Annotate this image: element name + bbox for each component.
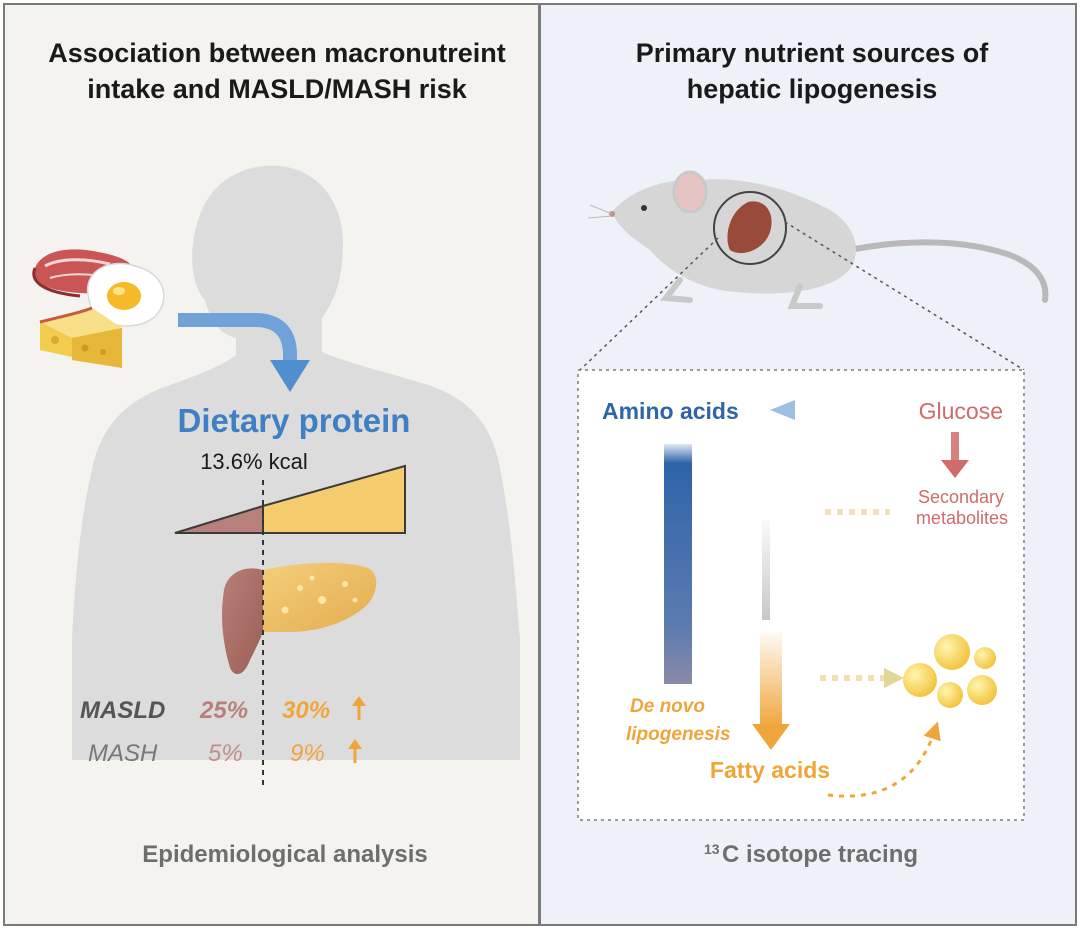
masld-high-value: 30% (282, 697, 330, 724)
mash-label: MASH (88, 740, 158, 767)
glucose-label: Glucose (919, 398, 1003, 424)
isotope-superscript: 13 (704, 841, 720, 857)
masld-low-value: 25% (199, 697, 248, 724)
zoom-line-right (784, 221, 1025, 371)
amino-acid-flux-bar (664, 444, 692, 684)
fatty-acids-label: Fatty acids (710, 757, 830, 783)
intake-arrow (178, 313, 310, 392)
right-footer: C isotope tracing (722, 841, 918, 868)
tracing-detail-box (577, 369, 1025, 821)
right-title-line2: hepatic lipogenesis (687, 74, 938, 104)
de-novo-line1: De novo (630, 696, 705, 717)
masld-label: MASLD (80, 697, 165, 724)
left-title-line2: intake and MASLD/MASH risk (87, 74, 468, 104)
fat-droplets-icon (903, 634, 997, 708)
faded-droplet-arrow (820, 668, 904, 688)
secondary-metabolites-line1: Secondary (918, 487, 1004, 507)
left-footer: Epidemiological analysis (142, 841, 427, 868)
glucose-to-amino-arrow (770, 400, 895, 420)
mash-high-value: 9% (290, 740, 325, 767)
egg-icon (86, 262, 165, 327)
liver-icon (222, 562, 377, 675)
cheese-icon (39, 306, 122, 368)
human-silhouette-icon (72, 165, 520, 761)
up-arrow-icon (352, 696, 366, 720)
de-novo-line2: lipogenesis (626, 724, 731, 745)
mash-low-value: 5% (208, 740, 243, 767)
up-arrow-icon (348, 739, 362, 763)
fatty-acid-arrow (752, 632, 790, 750)
fatty-acid-to-droplet-arrow (827, 721, 941, 798)
minor-flux-bar (762, 520, 770, 620)
secondary-metabolites-line2: metabolites (916, 508, 1008, 528)
right-title-line1: Primary nutrient sources of (636, 38, 990, 68)
dietary-protein-label: Dietary protein (178, 402, 411, 439)
mouse-icon (587, 170, 1049, 309)
glucose-down-arrow (941, 432, 969, 478)
left-title-line1: Association between macronutreint (48, 38, 506, 68)
amino-acids-label: Amino acids (602, 398, 739, 424)
kcal-threshold-label: 13.6% kcal (200, 449, 308, 474)
